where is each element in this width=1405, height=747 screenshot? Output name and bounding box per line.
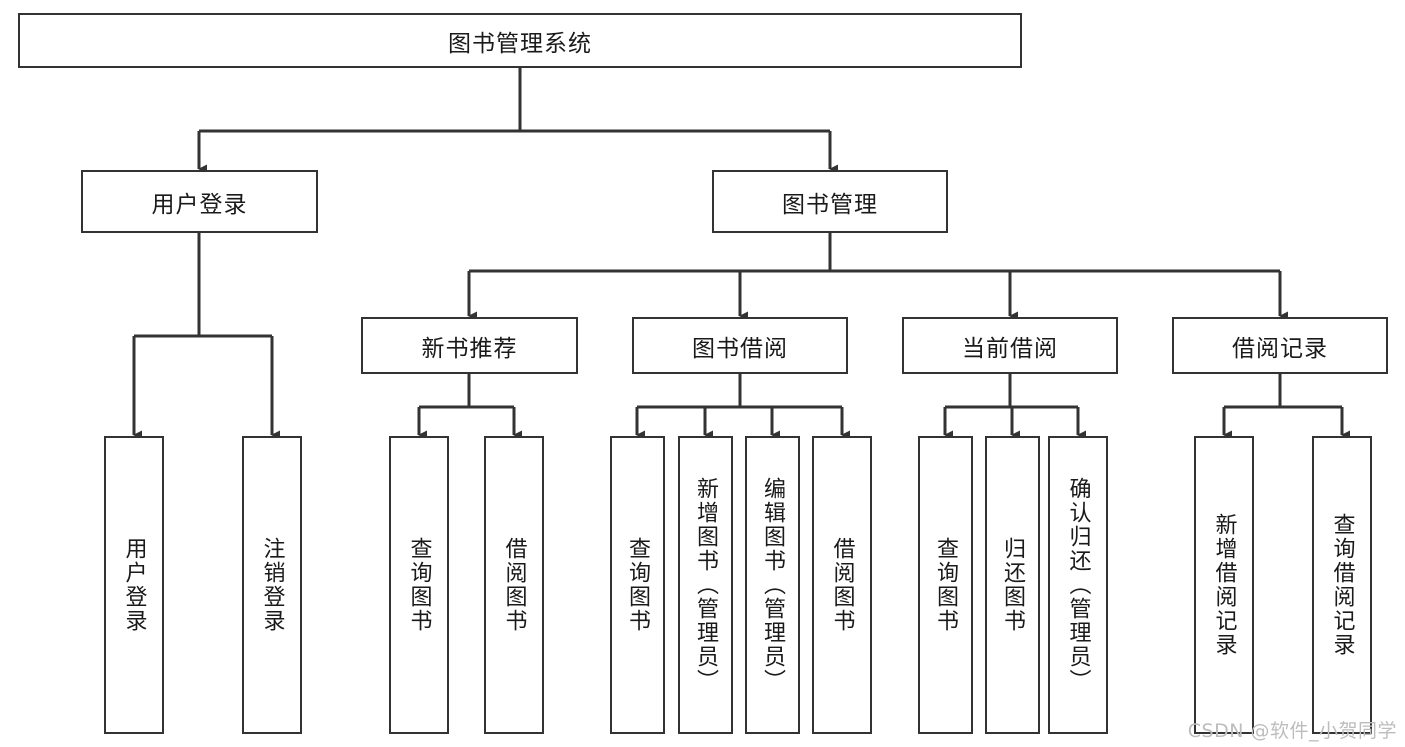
node-borrow-record[interactable]: 借阅记录 xyxy=(1172,317,1388,374)
node-book-manage-label: 图书管理 xyxy=(782,191,878,218)
node-new-book-rec[interactable]: 新书推荐 xyxy=(361,317,578,374)
node-leaf-add-book[interactable]: 新增图书（管理员） xyxy=(678,436,733,734)
node-leaf-borrow-book-2-label: 借阅图书 xyxy=(829,537,855,633)
node-leaf-logout[interactable]: 注销登录 xyxy=(242,436,302,734)
node-current-borrow-label: 当前借阅 xyxy=(962,335,1058,362)
node-leaf-borrow-book-1-label: 借阅图书 xyxy=(501,537,527,633)
watermark-text: CSDN @软件_小贺同学 xyxy=(1187,720,1397,742)
node-leaf-user-login-label: 用户登录 xyxy=(121,537,147,633)
node-current-borrow[interactable]: 当前借阅 xyxy=(902,317,1118,374)
node-leaf-query-record-label: 查询借阅记录 xyxy=(1329,513,1355,657)
node-leaf-logout-label: 注销登录 xyxy=(259,537,285,633)
node-leaf-query-record[interactable]: 查询借阅记录 xyxy=(1312,436,1372,734)
node-leaf-query-book-2[interactable]: 查询图书 xyxy=(610,436,665,734)
node-leaf-query-book-2-label: 查询图书 xyxy=(625,537,651,633)
node-leaf-edit-book-label: 编辑图书（管理员） xyxy=(760,477,786,693)
node-leaf-add-record-label: 新增借阅记录 xyxy=(1211,513,1237,657)
node-leaf-query-book-3[interactable]: 查询图书 xyxy=(918,436,973,734)
edges-group xyxy=(132,68,1350,440)
node-leaf-borrow-book-1[interactable]: 借阅图书 xyxy=(484,436,544,734)
node-leaf-query-book-3-label: 查询图书 xyxy=(933,537,959,633)
node-user-login[interactable]: 用户登录 xyxy=(81,170,318,233)
node-leaf-confirm-return[interactable]: 确认归还（管理员） xyxy=(1048,436,1108,734)
node-book-borrow-label: 图书借阅 xyxy=(692,335,788,362)
node-book-borrow[interactable]: 图书借阅 xyxy=(632,317,848,374)
node-leaf-confirm-return-label: 确认归还（管理员） xyxy=(1065,477,1091,693)
node-new-book-rec-label: 新书推荐 xyxy=(421,335,518,362)
node-user-login-label: 用户登录 xyxy=(151,191,248,218)
node-leaf-add-book-label: 新增图书（管理员） xyxy=(693,477,719,693)
node-leaf-user-login[interactable]: 用户登录 xyxy=(104,436,164,734)
node-book-manage[interactable]: 图书管理 xyxy=(712,170,948,233)
node-root-label: 图书管理系统 xyxy=(448,30,592,57)
node-leaf-borrow-book-2[interactable]: 借阅图书 xyxy=(812,436,872,734)
node-leaf-edit-book[interactable]: 编辑图书（管理员） xyxy=(745,436,800,734)
node-leaf-add-record[interactable]: 新增借阅记录 xyxy=(1194,436,1254,734)
node-leaf-query-book-1-label: 查询图书 xyxy=(406,537,432,633)
node-leaf-query-book-1[interactable]: 查询图书 xyxy=(389,436,449,734)
node-root[interactable]: 图书管理系统 xyxy=(18,13,1022,68)
node-borrow-record-label: 借阅记录 xyxy=(1232,335,1328,362)
node-leaf-return-book[interactable]: 归还图书 xyxy=(985,436,1040,734)
node-leaf-return-book-label: 归还图书 xyxy=(1000,537,1026,633)
